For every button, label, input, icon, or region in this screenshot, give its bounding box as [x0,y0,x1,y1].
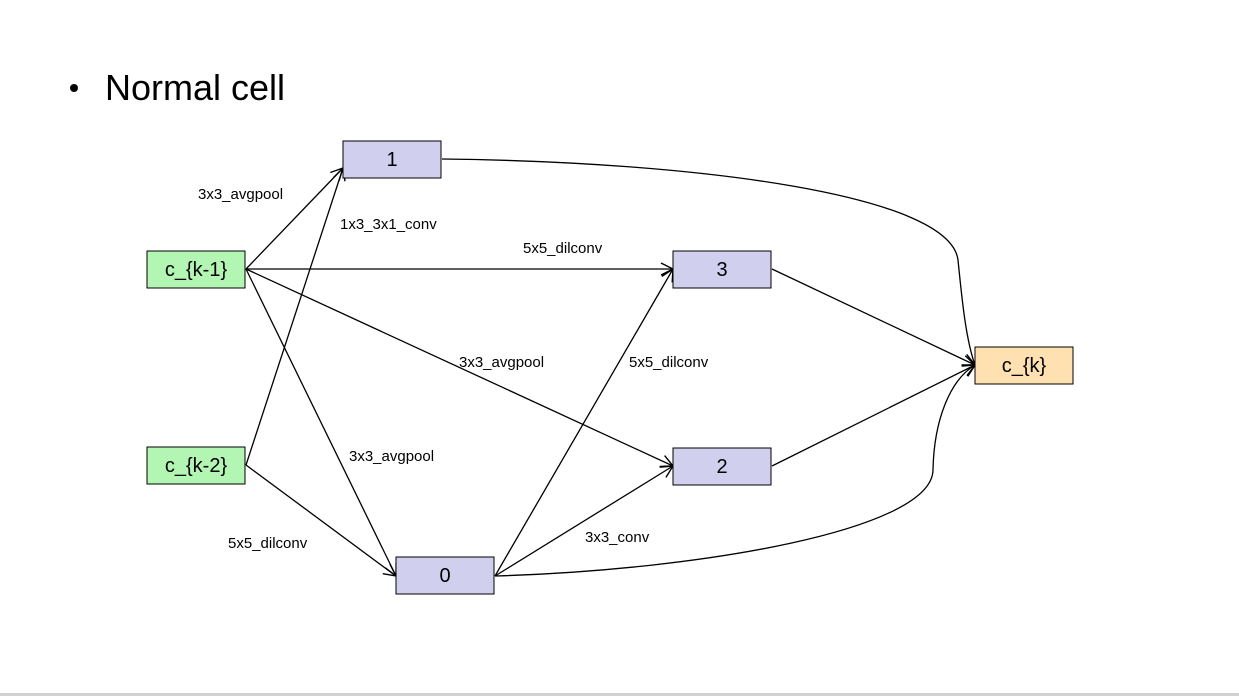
node-2-label: 2 [716,456,727,478]
slide-title: Normal cell [105,67,286,108]
node-c-k-minus-1: c_{k-1} [146,250,246,289]
slide-bottom-divider [0,693,1239,696]
edge-ck1-to-1 [245,168,343,270]
edge-3-to-ck [771,268,975,365]
node-1-label: 1 [386,149,397,171]
edge-0-to-3 [494,269,673,577]
node-c-k-minus-1-label: c_{k-1} [165,259,228,281]
bullet-dot-icon [70,84,78,92]
node-c-k: c_{k} [974,346,1074,385]
edge-ck1-to-0 [245,268,396,576]
node-1: 1 [342,140,442,179]
node-c-k-label: c_{k} [1002,355,1047,377]
edge-label-0-to-3: 5x5_dilconv [629,354,709,371]
slide-bullet: Normal cell [70,68,285,108]
node-0-label: 0 [439,565,450,587]
edge-ck2-to-0 [245,464,396,576]
node-c-k-minus-2: c_{k-2} [146,446,246,485]
edge-2-to-ck [771,365,975,467]
node-3-label: 3 [716,259,727,281]
edge-0-to-2 [494,466,673,577]
edge-0-to-ck [494,365,975,577]
edge-label-ck1-to-3: 5x5_dilconv [523,240,603,257]
node-3: 3 [672,250,772,289]
edge-label-ck1-to-2: 3x3_avgpool [459,354,544,371]
edge-label-ck2-to-1: 1x3_3x1_conv [340,216,437,233]
edge-1-to-ck [441,158,975,365]
edge-label-0-to-2: 3x3_conv [585,529,650,546]
edge-ck1-to-2 [245,268,673,466]
edge-label-ck2-to-0: 5x5_dilconv [228,535,308,552]
edge-ck2-to-1 [245,168,343,466]
node-c-k-minus-2-label: c_{k-2} [165,455,228,477]
edge-label-ck1-to-0: 3x3_avgpool [349,448,434,465]
node-2: 2 [672,447,772,486]
edge-label-ck1-to-1: 3x3_avgpool [198,186,283,203]
node-0: 0 [395,556,495,595]
